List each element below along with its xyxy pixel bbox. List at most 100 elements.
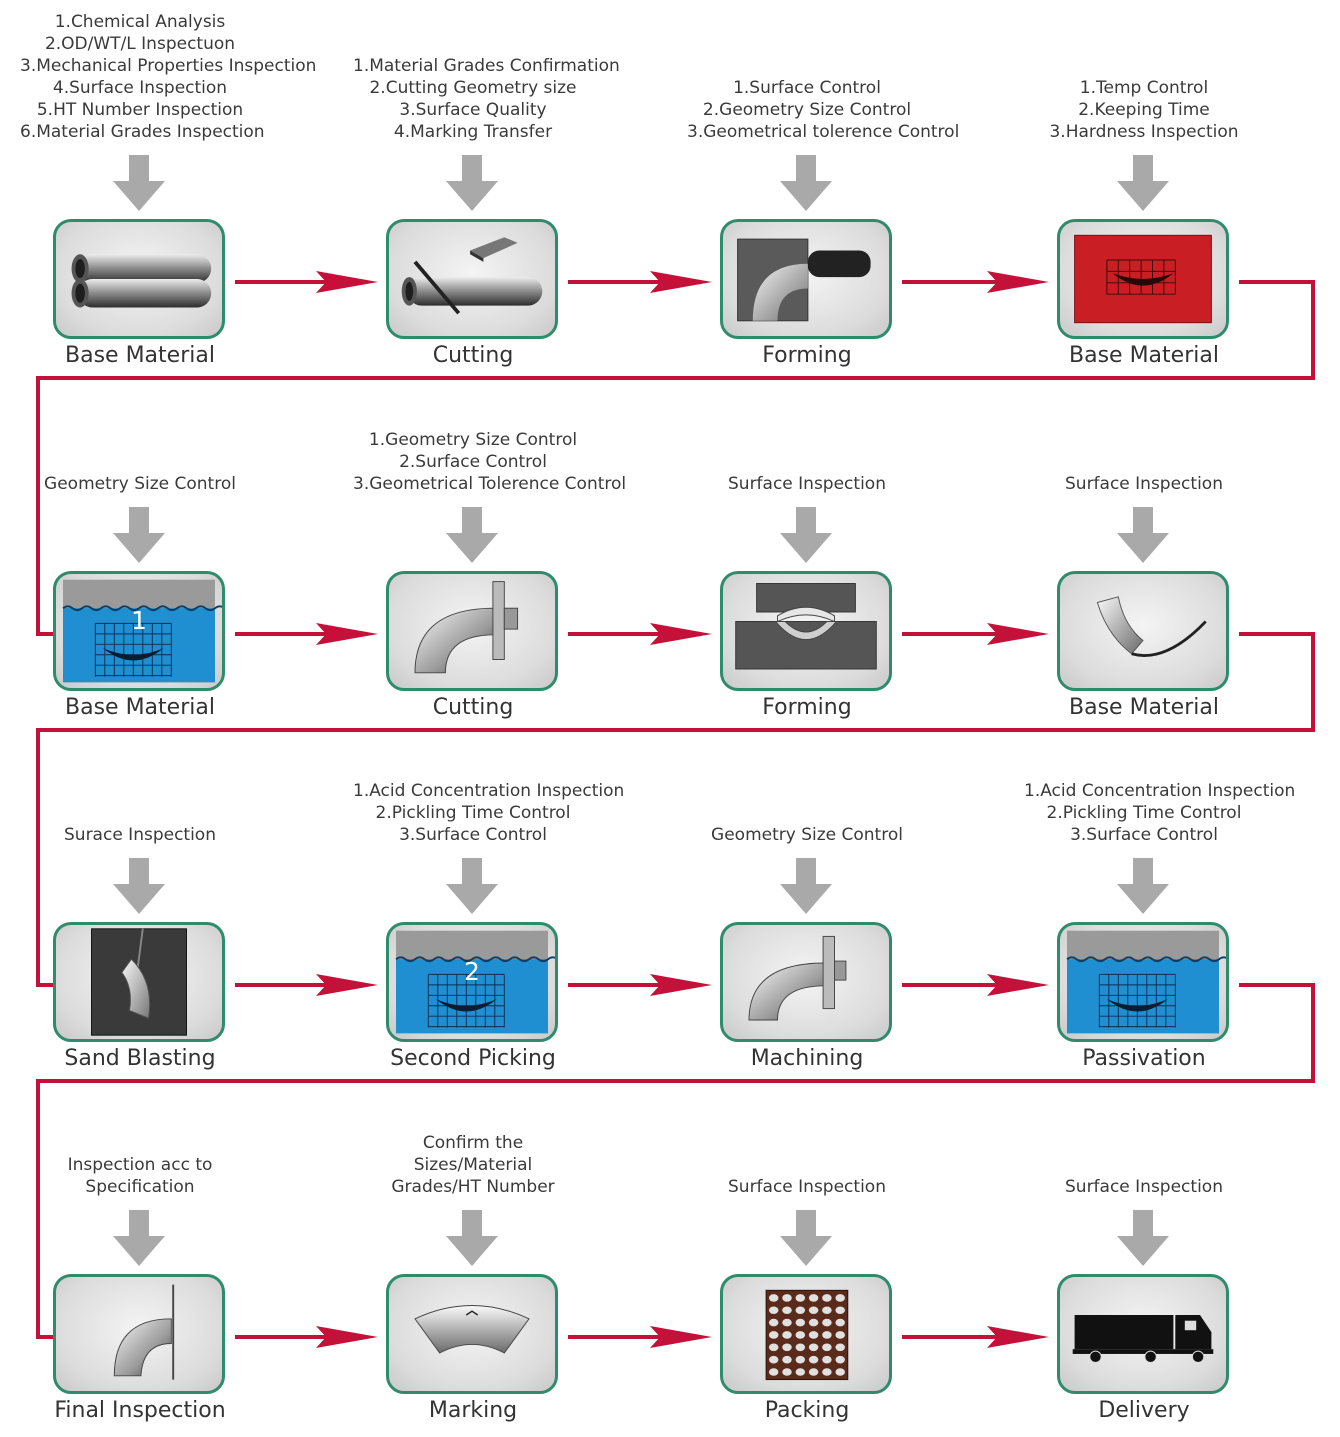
process-step: Surface Inspection Forming [687,0,927,1437]
bath-number: 1 [131,606,147,635]
inspection-note: 3.Surface Control [1070,825,1218,845]
inspection-notes: Surace Inspection [20,824,260,846]
step-label: Packing [764,1398,850,1423]
passivation-bath-icon [1066,930,1226,1034]
down-arrow-icon [446,858,498,914]
inspection-note: 1.Geometry Size Control [368,430,578,450]
inspection-note: Surface Inspection [728,1177,886,1197]
pipe-cutting-icon [401,237,543,315]
process-step-tile [1057,219,1229,339]
process-step-tile: 2 [386,922,558,1042]
process-step-tile [720,571,892,691]
marked-elbow-icon [414,1305,530,1354]
step-label: Second Picking [390,1046,556,1071]
process-step-tile: 1 [53,571,225,691]
flow-arrow-head [316,623,378,645]
process-step-tile [386,219,558,339]
inspection-note: 2.OD/WT/L Inspectuon [44,34,236,54]
step-label: Cutting [432,695,514,720]
step-label: Cutting [432,343,514,368]
press-die-icon [735,583,877,670]
inspection-note: 2.Cutting Geometry size [369,78,577,98]
pickling-bath-1-icon: 1 [62,579,222,683]
machined-elbow-icon [748,935,847,1021]
down-arrow-icon [446,1210,498,1266]
flow-arrow-head [316,271,378,293]
step-label: Base Material [1069,343,1219,368]
inspection-notes: Surface Inspection [687,1176,927,1198]
step-label: Forming [762,695,852,720]
packed-crate-icon [765,1289,849,1381]
step-label: Base Material [65,695,215,720]
inspection-note: 6.Material Grades Inspection [20,122,265,142]
inspection-note: 5.HT Number Inspection [36,100,244,120]
inspection-note: Surface Inspection [728,474,886,494]
pipes-icon [71,254,212,308]
process-step: Surface Inspection Base Material [1024,0,1264,1437]
elbow-forming-die-icon [737,238,871,322]
flow-arrow-head [987,271,1049,293]
process-step-tile [720,219,892,339]
process-step: Surface Inspection Packing [687,0,927,1437]
inspection-notes: Geometry Size Control [20,473,260,495]
inspection-note: Geometry Size Control [711,825,903,845]
delivery-truck-icon [1072,1315,1214,1363]
inspection-note: 3.Mechanical Properties Inspection [20,56,317,76]
down-arrow-icon [113,155,165,211]
pickling-bath-2-icon: 2 [395,930,555,1034]
inspection-notes: Geometry Size Control [687,824,927,846]
step-label: Machining [750,1046,864,1071]
flow-arrow-head [650,974,712,996]
inspection-note: Sizes/Material [413,1155,533,1175]
down-arrow-icon [1117,858,1169,914]
inspection-note: 1.Chemical Analysis [54,12,226,32]
row-wrap-connector [36,983,1315,1339]
inspection-note: 3.Hardness Inspection [1049,122,1239,142]
process-step-tile [386,1274,558,1394]
inspection-note: 2.Surface Control [399,452,547,472]
inspection-note: Surface Inspection [1065,474,1223,494]
flow-arrow-head [987,1326,1049,1348]
process-step-tile [720,1274,892,1394]
process-step: Surace Inspection Sand Blasting [20,0,260,1437]
sand-blasting-icon [91,928,187,1036]
inspection-note: Surace Inspection [64,825,216,845]
inspection-notes: Surface Inspection [1024,1176,1264,1198]
process-step-tile [1057,571,1229,691]
flow-arrow-head [316,974,378,996]
inspection-note: Confirm the [422,1133,524,1153]
flow-arrow-head [316,1326,378,1348]
step-label: Sand Blasting [64,1046,216,1071]
inspection-note: Geometry Size Control [44,474,236,494]
row-wrap-connector [36,632,1315,987]
inspection-note: 2.Keeping Time [1078,100,1210,120]
step-label: Base Material [65,343,215,368]
step-label: Delivery [1098,1398,1190,1423]
inspection-note: Specification [85,1177,195,1197]
down-arrow-icon [113,507,165,563]
inspection-note: 2.Pickling Time Control [1046,803,1242,823]
inspection-note: Grades/HT Number [391,1177,555,1197]
inspection-note: 4.Surface Inspection [52,78,228,98]
flow-arrow-head [987,974,1049,996]
down-arrow-icon [780,1210,832,1266]
flow-arrow-head [987,623,1049,645]
inspection-note: 3.Surface Control [399,825,547,845]
process-step-tile [386,571,558,691]
down-arrow-icon [780,858,832,914]
inspection-note: Inspection acc to [67,1155,213,1175]
